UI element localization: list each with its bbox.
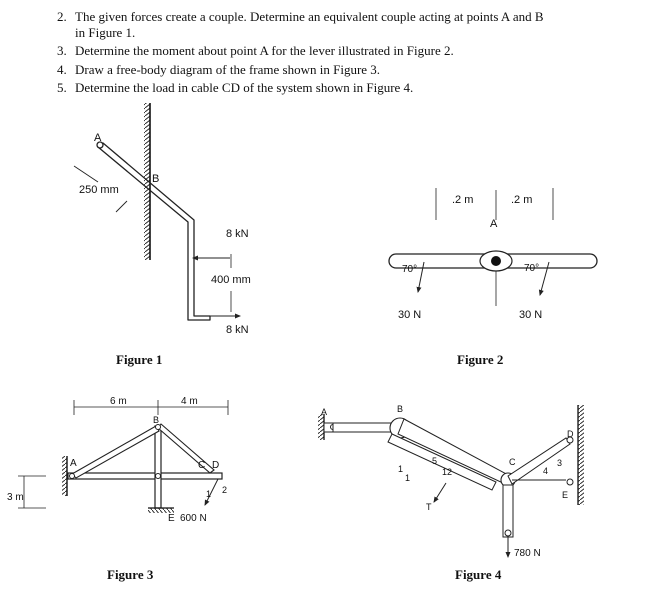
slope-run: 1 bbox=[206, 489, 211, 499]
bar-cd bbox=[507, 437, 571, 485]
label-b: B bbox=[153, 415, 159, 425]
figure-3-caption: Figure 3 bbox=[107, 567, 154, 582]
force-left-label: 30 N bbox=[398, 309, 421, 321]
angle-right-label: 70° bbox=[524, 263, 539, 274]
pin-a bbox=[69, 473, 75, 479]
question-5: 5. Determine the load in cable CD of the… bbox=[57, 80, 657, 96]
pivot-a bbox=[491, 256, 501, 266]
dim-250-arrow bbox=[73, 165, 99, 183]
label-e: E bbox=[168, 513, 175, 524]
dim-left-label: .2 m bbox=[452, 194, 473, 206]
pin-d bbox=[566, 436, 574, 444]
label-a: A bbox=[490, 218, 498, 230]
ground-hatching bbox=[148, 508, 174, 513]
force-top-label: 8 kN bbox=[226, 228, 249, 240]
slope-rise: 2 bbox=[222, 485, 227, 495]
hanging-link bbox=[502, 484, 514, 538]
bar-lower bbox=[387, 433, 497, 491]
question-text: The given forces create a couple. Determ… bbox=[75, 9, 544, 24]
label-e: E bbox=[562, 490, 568, 500]
figure-4: A B C D E 780 N bbox=[318, 404, 584, 559]
load-label: 600 N bbox=[180, 513, 207, 524]
pin-b bbox=[155, 424, 161, 430]
figure-3: 6 m 4 m 3 m A B bbox=[7, 396, 229, 524]
slope-12: 12 bbox=[442, 467, 452, 477]
dim-250-tick bbox=[115, 200, 128, 213]
question-text-continued: in Figure 1. bbox=[75, 25, 136, 40]
pin-load bbox=[504, 529, 512, 537]
left-wall-hatching bbox=[318, 414, 324, 440]
label-b: B bbox=[397, 404, 403, 414]
question-number: 5. bbox=[57, 80, 67, 95]
load-arrow bbox=[204, 478, 219, 506]
figure-1-caption: Figure 1 bbox=[116, 352, 163, 367]
pin-center bbox=[155, 473, 161, 479]
label-c: C bbox=[509, 457, 516, 467]
question-3: 3. Determine the moment about point A fo… bbox=[57, 43, 657, 59]
dim-250-label: 250 mm bbox=[79, 184, 119, 196]
label-a: A bbox=[321, 407, 327, 417]
rod-ab bbox=[332, 422, 400, 433]
question-4: 4. Draw a free-body diagram of the frame… bbox=[57, 62, 657, 78]
pin-e bbox=[566, 478, 574, 486]
slope-4: 4 bbox=[543, 466, 548, 476]
label-a: A bbox=[94, 132, 102, 144]
figure-4-caption: Figure 4 bbox=[455, 567, 502, 582]
label-c: C bbox=[198, 460, 205, 471]
tension-arrow bbox=[433, 482, 447, 503]
load-label: 780 N bbox=[514, 548, 541, 559]
question-number: 2. bbox=[57, 9, 67, 24]
slope-1: 1 bbox=[398, 464, 403, 474]
slope-3: 3 bbox=[557, 458, 562, 468]
dim-6-label: 6 m bbox=[110, 396, 127, 407]
diagonal-member-left bbox=[71, 425, 160, 479]
slope-5: 5 bbox=[432, 456, 437, 466]
figure-2-caption: Figure 2 bbox=[457, 352, 504, 367]
force-right-label: 30 N bbox=[519, 309, 542, 321]
horizontal-beam bbox=[67, 472, 223, 480]
question-2: 2. The given forces create a couple. Det… bbox=[57, 9, 657, 41]
label-a: A bbox=[70, 458, 77, 469]
force-bottom-label: 8 kN bbox=[226, 324, 249, 336]
wall-hatching bbox=[62, 456, 67, 496]
wall-hatching bbox=[144, 103, 150, 260]
force-left-arrow bbox=[416, 261, 425, 293]
figure-1: A B 250 mm 8 kN 8 kN 400 mm bbox=[73, 103, 251, 336]
point-a-marker bbox=[96, 141, 104, 149]
figure-2: .2 m .2 m A 70° 70° 30 N 30 N bbox=[388, 188, 598, 321]
vertical-member bbox=[154, 425, 162, 509]
slope-1b: 1 bbox=[405, 473, 410, 483]
label-d: D bbox=[212, 460, 219, 471]
force-right-arrow bbox=[538, 261, 550, 296]
right-wall-hatching bbox=[578, 405, 584, 505]
question-text: Determine the load in cable CD of the sy… bbox=[75, 80, 414, 95]
dim-4-label: 4 m bbox=[181, 396, 198, 407]
question-text: Determine the moment about point A for t… bbox=[75, 43, 454, 58]
dim-right-label: .2 m bbox=[511, 194, 532, 206]
dim-3-label: 3 m bbox=[7, 492, 24, 503]
label-t: T bbox=[426, 502, 432, 512]
diagonal-member-right bbox=[157, 423, 215, 474]
lever-body bbox=[97, 142, 211, 321]
angle-left-label: 70° bbox=[402, 264, 417, 275]
dim-400-label: 400 mm bbox=[211, 274, 251, 286]
question-number: 3. bbox=[57, 43, 67, 58]
question-number: 4. bbox=[57, 62, 67, 77]
label-d: D bbox=[567, 429, 574, 439]
label-b: B bbox=[152, 173, 159, 185]
question-text: Draw a free-body diagram of the frame sh… bbox=[75, 62, 381, 77]
